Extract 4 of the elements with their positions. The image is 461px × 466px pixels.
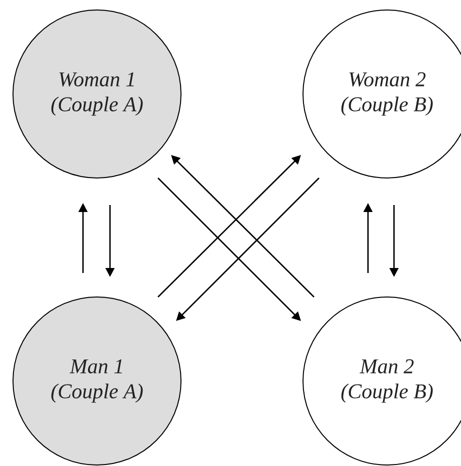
arrow bbox=[171, 155, 314, 298]
arrow bbox=[158, 178, 301, 321]
arrow bbox=[176, 178, 320, 321]
arrow bbox=[158, 155, 301, 298]
